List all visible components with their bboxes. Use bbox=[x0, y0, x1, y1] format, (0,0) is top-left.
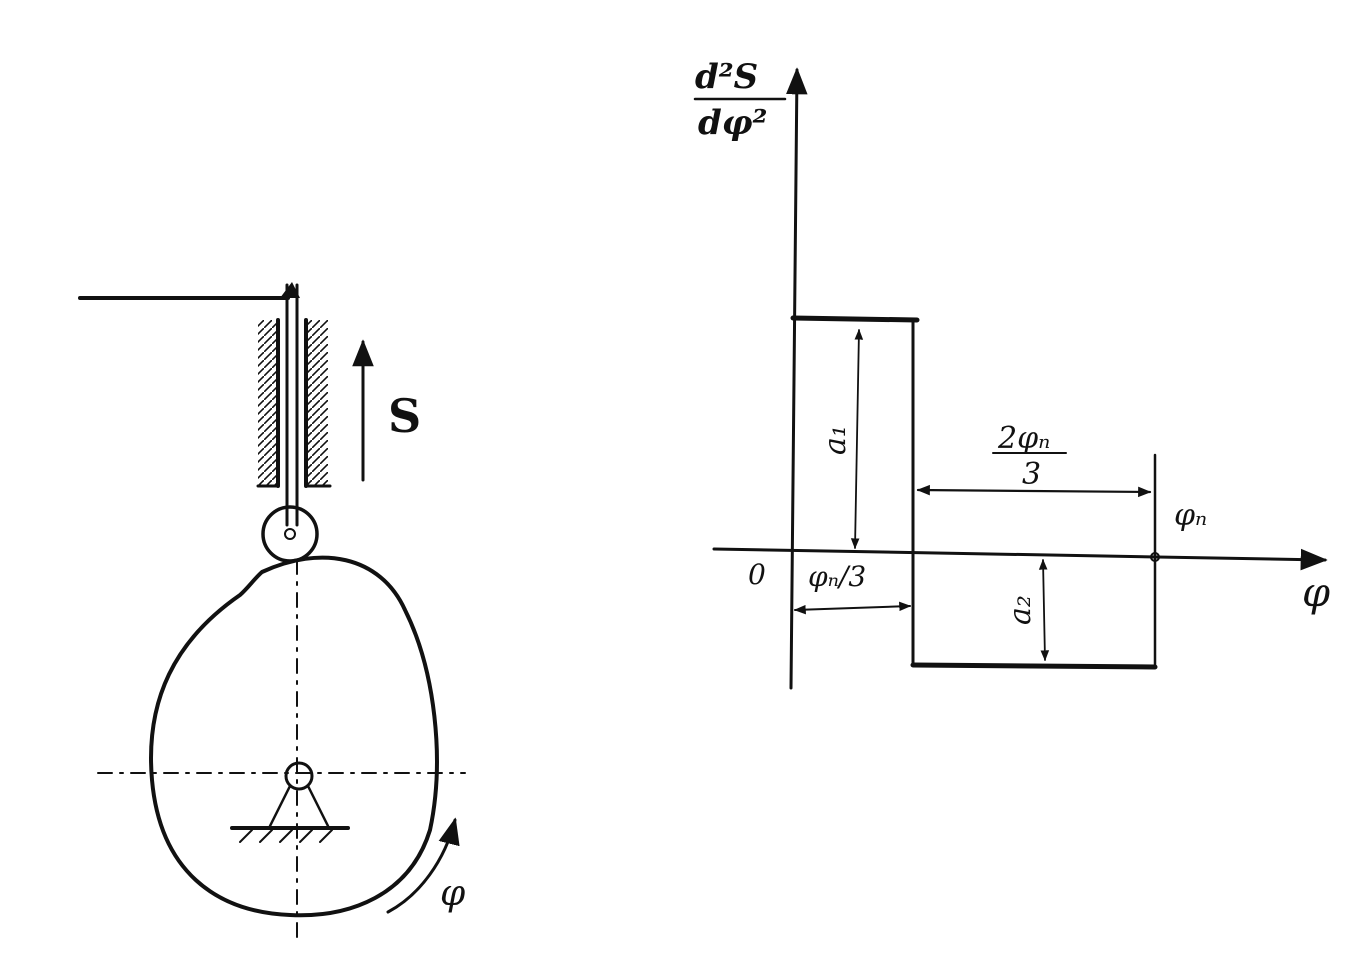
second-interval-denominator: 3 bbox=[1022, 457, 1041, 492]
y-axis bbox=[785, 67, 808, 690]
follower-label: S bbox=[388, 389, 421, 443]
second-interval-numerator: 2φₙ bbox=[997, 421, 1050, 456]
left-guide bbox=[256, 318, 280, 488]
first-interval-label: φₙ/3 bbox=[808, 560, 866, 593]
positive-acceleration-block: a₁ bbox=[790, 315, 920, 667]
origin-label: 0 bbox=[748, 558, 766, 591]
y-axis-label-denominator: dφ² bbox=[698, 103, 767, 143]
x-axis-label: φ bbox=[1302, 570, 1330, 616]
a1-label: a₁ bbox=[818, 425, 853, 455]
first-interval-dimension: φₙ/3 bbox=[793, 560, 912, 615]
total-interval-label: φₙ bbox=[1174, 498, 1207, 533]
right-guide bbox=[304, 318, 332, 488]
a2-label: a₂ bbox=[1003, 595, 1038, 625]
cam-profile bbox=[149, 555, 439, 918]
cam-pivot bbox=[230, 761, 350, 843]
follower-arm bbox=[78, 282, 300, 300]
acceleration-graph: d²S dφ² φ 0 a₁ a₂ 2φₙ 3 φₙ bbox=[693, 57, 1330, 690]
rotation-label: φ bbox=[440, 873, 466, 914]
cam-mechanism: S φ bbox=[78, 282, 466, 946]
rotation-arrow bbox=[386, 817, 460, 914]
roller bbox=[261, 505, 319, 563]
follower-rod bbox=[285, 283, 299, 527]
y-axis-label-numerator: d²S bbox=[695, 57, 758, 97]
x-axis bbox=[712, 547, 1328, 571]
second-interval-dimension: 2φₙ 3 bbox=[916, 421, 1152, 498]
